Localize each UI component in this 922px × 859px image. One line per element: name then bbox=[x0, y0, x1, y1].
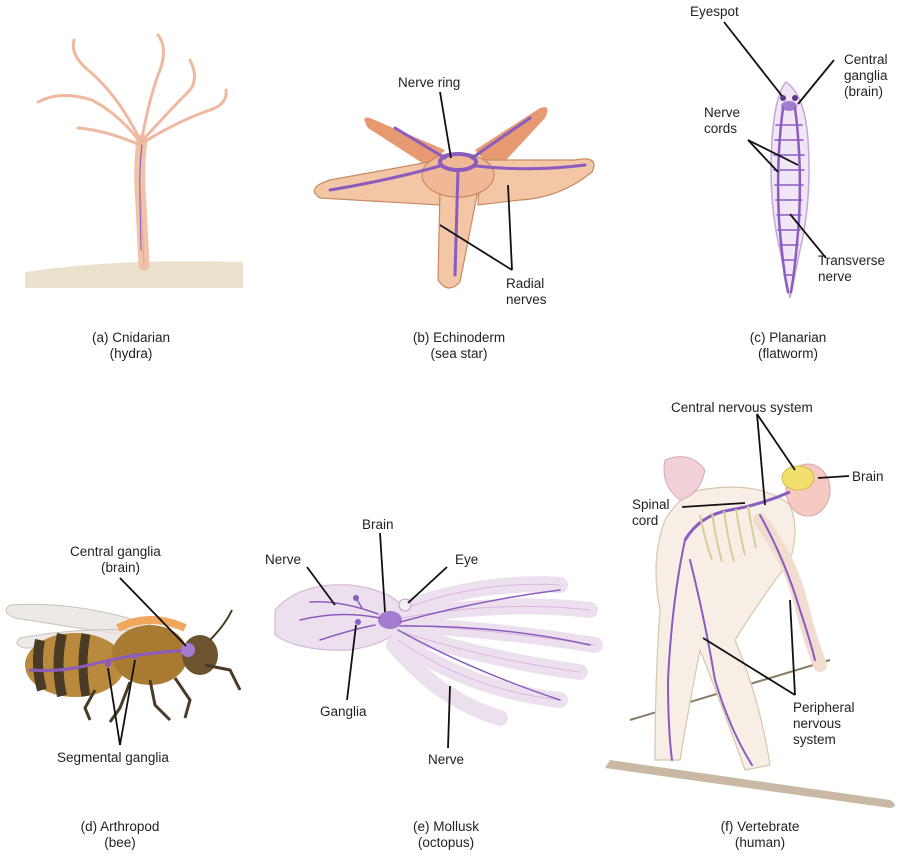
label-radial-nerves-1: Radial bbox=[506, 276, 544, 291]
label-nerve-cords-2: cords bbox=[704, 121, 737, 136]
leader-nerve-top bbox=[306, 566, 336, 606]
leader-ganglia bbox=[346, 624, 357, 701]
caption-e-line2: (octopus) bbox=[418, 835, 474, 850]
label-eye: Eye bbox=[455, 552, 478, 567]
leader-central-ganglia bbox=[797, 59, 835, 105]
label-spinal-cord-2: cord bbox=[632, 513, 658, 528]
leader-segmental-2 bbox=[119, 659, 136, 746]
leader-brain-octopus bbox=[379, 532, 386, 613]
planarian-illustration bbox=[770, 80, 810, 299]
caption-c-line2: (flatworm) bbox=[758, 346, 818, 361]
leader-pns-2 bbox=[789, 599, 796, 696]
label-radial-nerves-2: nerves bbox=[506, 292, 547, 307]
caption-a-line2: (hydra) bbox=[110, 346, 153, 361]
label-central-ganglia-bee-1: Central ganglia bbox=[70, 544, 161, 559]
leader-nerve-cords-2 bbox=[747, 139, 799, 166]
label-central-ganglia-3: (brain) bbox=[844, 84, 883, 99]
caption-e-line1: (e) Mollusk bbox=[413, 819, 479, 834]
octopus-illustration bbox=[274, 576, 603, 726]
label-eyespot: Eyespot bbox=[690, 4, 739, 19]
leader-transverse-nerve bbox=[789, 213, 827, 259]
label-nerve-bottom: Nerve bbox=[428, 752, 464, 767]
hydra-illustration bbox=[36, 33, 228, 271]
label-central-ganglia-2: ganglia bbox=[844, 68, 888, 83]
leader-eyespot bbox=[723, 21, 783, 97]
skier-illustration bbox=[605, 456, 895, 808]
caption-b-line1: (b) Echinoderm bbox=[413, 330, 505, 345]
leader-radial-2 bbox=[507, 184, 513, 271]
leader-cns-1 bbox=[756, 413, 796, 471]
label-central-ganglia-bee-2: (brain) bbox=[101, 560, 140, 575]
hydra-ground bbox=[25, 261, 243, 288]
caption-f-line1: (f) Vertebrate bbox=[721, 819, 800, 834]
panel-c-planarian: Eyespot Central ganglia (brain) Nerve co… bbox=[690, 4, 888, 361]
leader-brain-human bbox=[817, 475, 850, 479]
panel-e-octopus: Brain Nerve Eye Ganglia Nerve (e) Mollus… bbox=[265, 517, 603, 850]
label-nerve-ring: Nerve ring bbox=[398, 75, 460, 90]
bee-illustration bbox=[5, 603, 242, 723]
caption-c-line1: (c) Planarian bbox=[750, 330, 827, 345]
label-central-ganglia-1: Central bbox=[844, 52, 888, 67]
leader-nerve-bottom bbox=[447, 685, 451, 749]
sea-star-illustration bbox=[313, 107, 595, 289]
leader-central-ganglia-bee bbox=[119, 577, 187, 647]
caption-f-line2: (human) bbox=[735, 835, 785, 850]
leader-spinal-cord bbox=[681, 502, 746, 508]
leader-radial-1 bbox=[439, 224, 513, 271]
leader-nerve-cords-1 bbox=[747, 139, 779, 173]
label-brain-human: Brain bbox=[852, 469, 884, 484]
label-pns-2: nervous bbox=[793, 716, 841, 731]
leader-eye bbox=[407, 566, 448, 604]
label-pns-1: Peripheral bbox=[793, 700, 855, 715]
label-spinal-cord-1: Spinal bbox=[632, 497, 670, 512]
leader-nerve-ring bbox=[439, 91, 452, 159]
caption-b-line2: (sea star) bbox=[430, 346, 487, 361]
panel-f-human: Central nervous system Brain Spinal cord… bbox=[605, 400, 895, 850]
panel-a-hydra: (a) Cnidarian (hydra) bbox=[25, 33, 243, 361]
label-pns-3: system bbox=[793, 732, 836, 747]
label-brain-octopus: Brain bbox=[362, 517, 394, 532]
caption-a-line1: (a) Cnidarian bbox=[92, 330, 170, 345]
leader-cns-2 bbox=[756, 413, 766, 506]
caption-d-line2: (bee) bbox=[104, 835, 136, 850]
label-nerve-cords-1: Nerve bbox=[704, 105, 740, 120]
label-ganglia: Ganglia bbox=[320, 704, 367, 719]
leader-pns-1 bbox=[702, 637, 796, 696]
label-transverse-nerve-2: nerve bbox=[818, 269, 852, 284]
panel-d-bee: Central ganglia (brain) Segmental gangli… bbox=[5, 544, 242, 850]
label-transverse-nerve-1: Transverse bbox=[818, 253, 885, 268]
label-nerve-top: Nerve bbox=[265, 552, 301, 567]
leader-segmental-1 bbox=[107, 667, 121, 746]
caption-d-line1: (d) Arthropod bbox=[81, 819, 160, 834]
label-segmental-ganglia: Segmental ganglia bbox=[57, 750, 169, 765]
panel-b-sea-star: Nerve ring Radial nerves (b) Echinoderm … bbox=[313, 75, 595, 361]
label-central-nervous-system: Central nervous system bbox=[671, 400, 813, 415]
